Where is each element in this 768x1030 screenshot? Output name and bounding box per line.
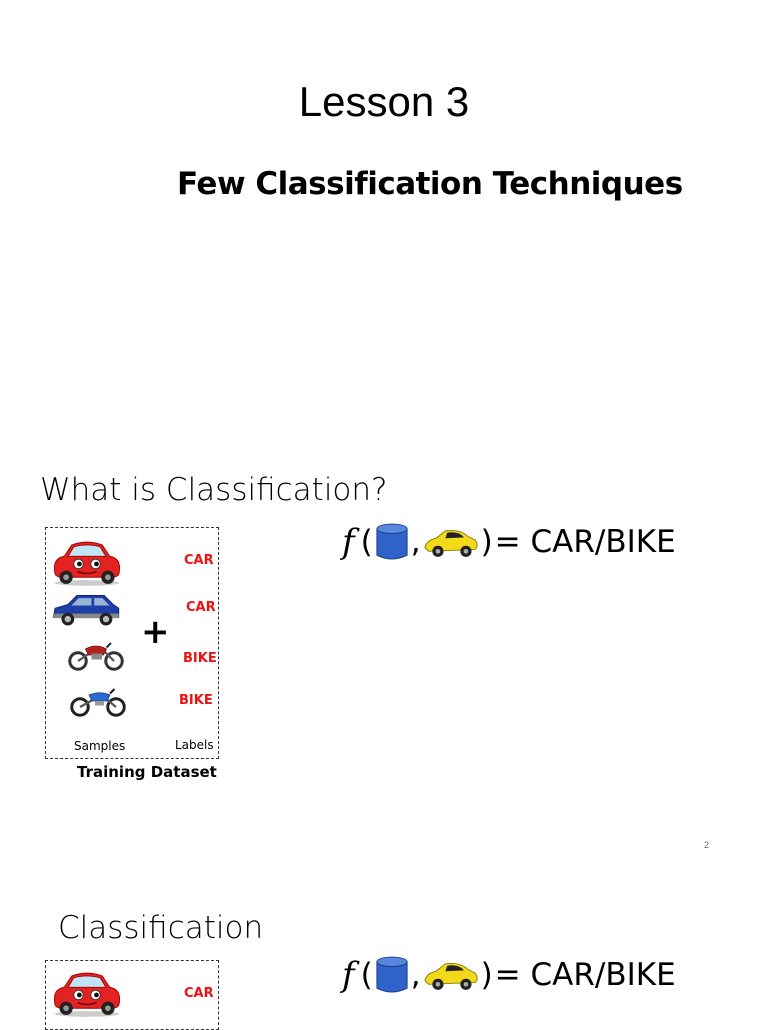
- slide-heading-what-is-classification: What is Classification?: [40, 472, 388, 508]
- formula-result: = CAR/BIKE: [494, 524, 676, 560]
- lesson-subtitle: Few Classification Techniques: [177, 166, 683, 202]
- labels-caption: Labels: [175, 738, 214, 752]
- lesson-title: Lesson 3: [298, 78, 470, 125]
- classification-formula: f ( , ) = CAR/BIKE: [342, 520, 676, 564]
- red-car-icon: [49, 538, 125, 588]
- label-car-2: CAR: [186, 600, 216, 615]
- function-symbol: f: [342, 955, 355, 995]
- red-car-icon: [49, 969, 125, 1019]
- label-bike-1: BIKE: [183, 651, 217, 666]
- label-bike-2: BIKE: [179, 693, 213, 708]
- training-dataset-caption: Training Dataset: [77, 763, 217, 781]
- formula-open-paren: (: [360, 957, 373, 993]
- formula-open-paren: (: [360, 524, 373, 560]
- yellow-toy-car-icon: [423, 956, 479, 994]
- plus-sign: +: [141, 612, 170, 652]
- database-icon: [375, 523, 409, 561]
- training-dataset-box-2: CAR: [45, 960, 219, 1030]
- red-motorbike-icon: [66, 638, 126, 672]
- function-symbol: f: [342, 522, 355, 562]
- label-car-1: CAR: [184, 986, 214, 1001]
- database-icon: [375, 956, 409, 994]
- classification-formula-2: f ( , ) = CAR/BIKE: [342, 953, 676, 997]
- formula-comma: ,: [410, 957, 421, 993]
- label-car-1: CAR: [184, 553, 214, 568]
- samples-caption: Samples: [74, 739, 126, 753]
- formula-close-paren: ): [480, 957, 493, 993]
- formula-close-paren: ): [480, 524, 493, 560]
- formula-comma: ,: [410, 524, 421, 560]
- page-number: 2: [704, 840, 710, 850]
- blue-motorbike-icon: [68, 683, 128, 719]
- formula-result: = CAR/BIKE: [494, 957, 676, 993]
- slide-heading-classification: Classification: [58, 910, 264, 946]
- yellow-toy-car-icon: [423, 523, 479, 561]
- training-dataset-box: CAR CAR BIKE BIKE + Samples Labels: [45, 527, 219, 759]
- blue-suv-icon: [49, 590, 123, 630]
